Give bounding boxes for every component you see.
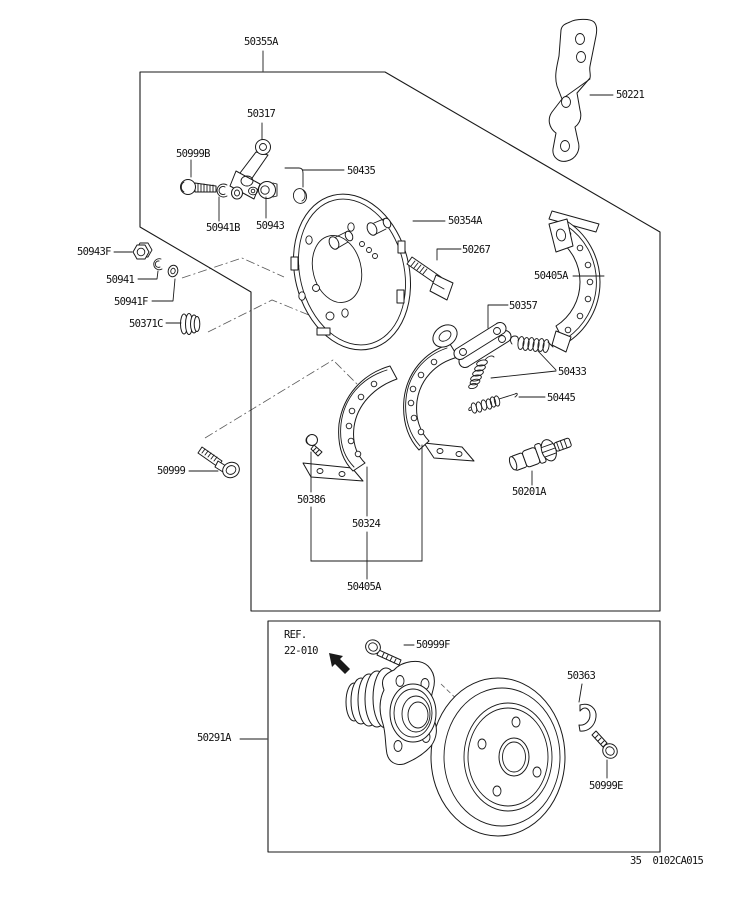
part-50386-bolt: [305, 434, 323, 457]
label-50941F: 50941F: [114, 296, 148, 308]
label-50445: 50445: [547, 392, 576, 404]
label-50354A: 50354A: [448, 215, 482, 227]
label-50363: 50363: [567, 670, 596, 682]
lower-box-outline: [267, 620, 661, 853]
part-50324-brake-shoe: [403, 324, 475, 462]
part-50999B-bolt: [180, 179, 217, 195]
label-50267: 50267: [462, 244, 491, 256]
part-hub-bearing: [345, 660, 437, 765]
label-50999: 50999: [157, 465, 186, 477]
label-50999F: 50999F: [416, 639, 450, 651]
label-50371C: 50371C: [129, 318, 163, 330]
label-50943: 50943: [256, 220, 285, 232]
part-50221-bracket: [548, 18, 598, 162]
part-50435-spring-hook: [284, 167, 308, 204]
part-50445-spring: [468, 392, 518, 414]
upper-box-outline: [139, 71, 661, 612]
wheel-cylinder-pistons: [328, 217, 392, 250]
part-50999-bolt: [197, 446, 240, 479]
ref-note-line1: REF.: [284, 629, 307, 641]
part-50999F-bolt: [365, 639, 402, 666]
part-50317-lever: [229, 139, 271, 200]
part-50371C-grommet: [180, 313, 201, 335]
part-50354A-backing-plate: [290, 193, 412, 351]
part-50941B-clip: [216, 183, 228, 198]
part-50363-clip: [578, 703, 597, 732]
label-50357: 50357: [509, 300, 538, 312]
label-50405A-bottom: 50405A: [347, 581, 381, 593]
part-50941F-washer: [167, 264, 179, 278]
leader-lines: [113, 50, 614, 779]
diagram-code: 35 0102CA015: [630, 855, 704, 867]
part-brake-drum: [430, 677, 566, 837]
label-50941: 50941: [106, 274, 135, 286]
part-50357-strut: [453, 322, 512, 368]
label-50355A: 50355A: [244, 36, 278, 48]
part-50943-nut: [258, 181, 278, 199]
label-50433: 50433: [558, 366, 587, 378]
part-50433-springs: [468, 335, 554, 390]
label-50405A-right: 50405A: [534, 270, 568, 282]
label-50386: 50386: [297, 494, 326, 506]
label-50221: 50221: [616, 89, 645, 101]
label-50317: 50317: [247, 108, 276, 120]
label-50435: 50435: [347, 165, 376, 177]
part-50943F-nut: [132, 242, 153, 260]
part-50267-bolt: [406, 256, 454, 301]
label-50941B: 50941B: [206, 222, 240, 234]
part-50999E-bolt: [591, 730, 618, 759]
label-50291A: 50291A: [197, 732, 231, 744]
label-50201A: 50201A: [512, 486, 546, 498]
part-50405A-brake-shoe-middle: [302, 365, 398, 482]
part-50405A-brake-shoe-right: [548, 210, 601, 353]
label-50324: 50324: [352, 518, 381, 530]
label-50999B: 50999B: [176, 148, 210, 160]
label-50943F: 50943F: [77, 246, 111, 258]
ref-note-line2: 22-010: [284, 645, 318, 657]
part-50941-clip: [153, 258, 163, 271]
part-50201A-adjuster: [508, 437, 572, 471]
ref-arrow-icon: [329, 653, 350, 674]
label-50999E: 50999E: [589, 780, 623, 792]
assembly-50291A: [329, 639, 618, 837]
